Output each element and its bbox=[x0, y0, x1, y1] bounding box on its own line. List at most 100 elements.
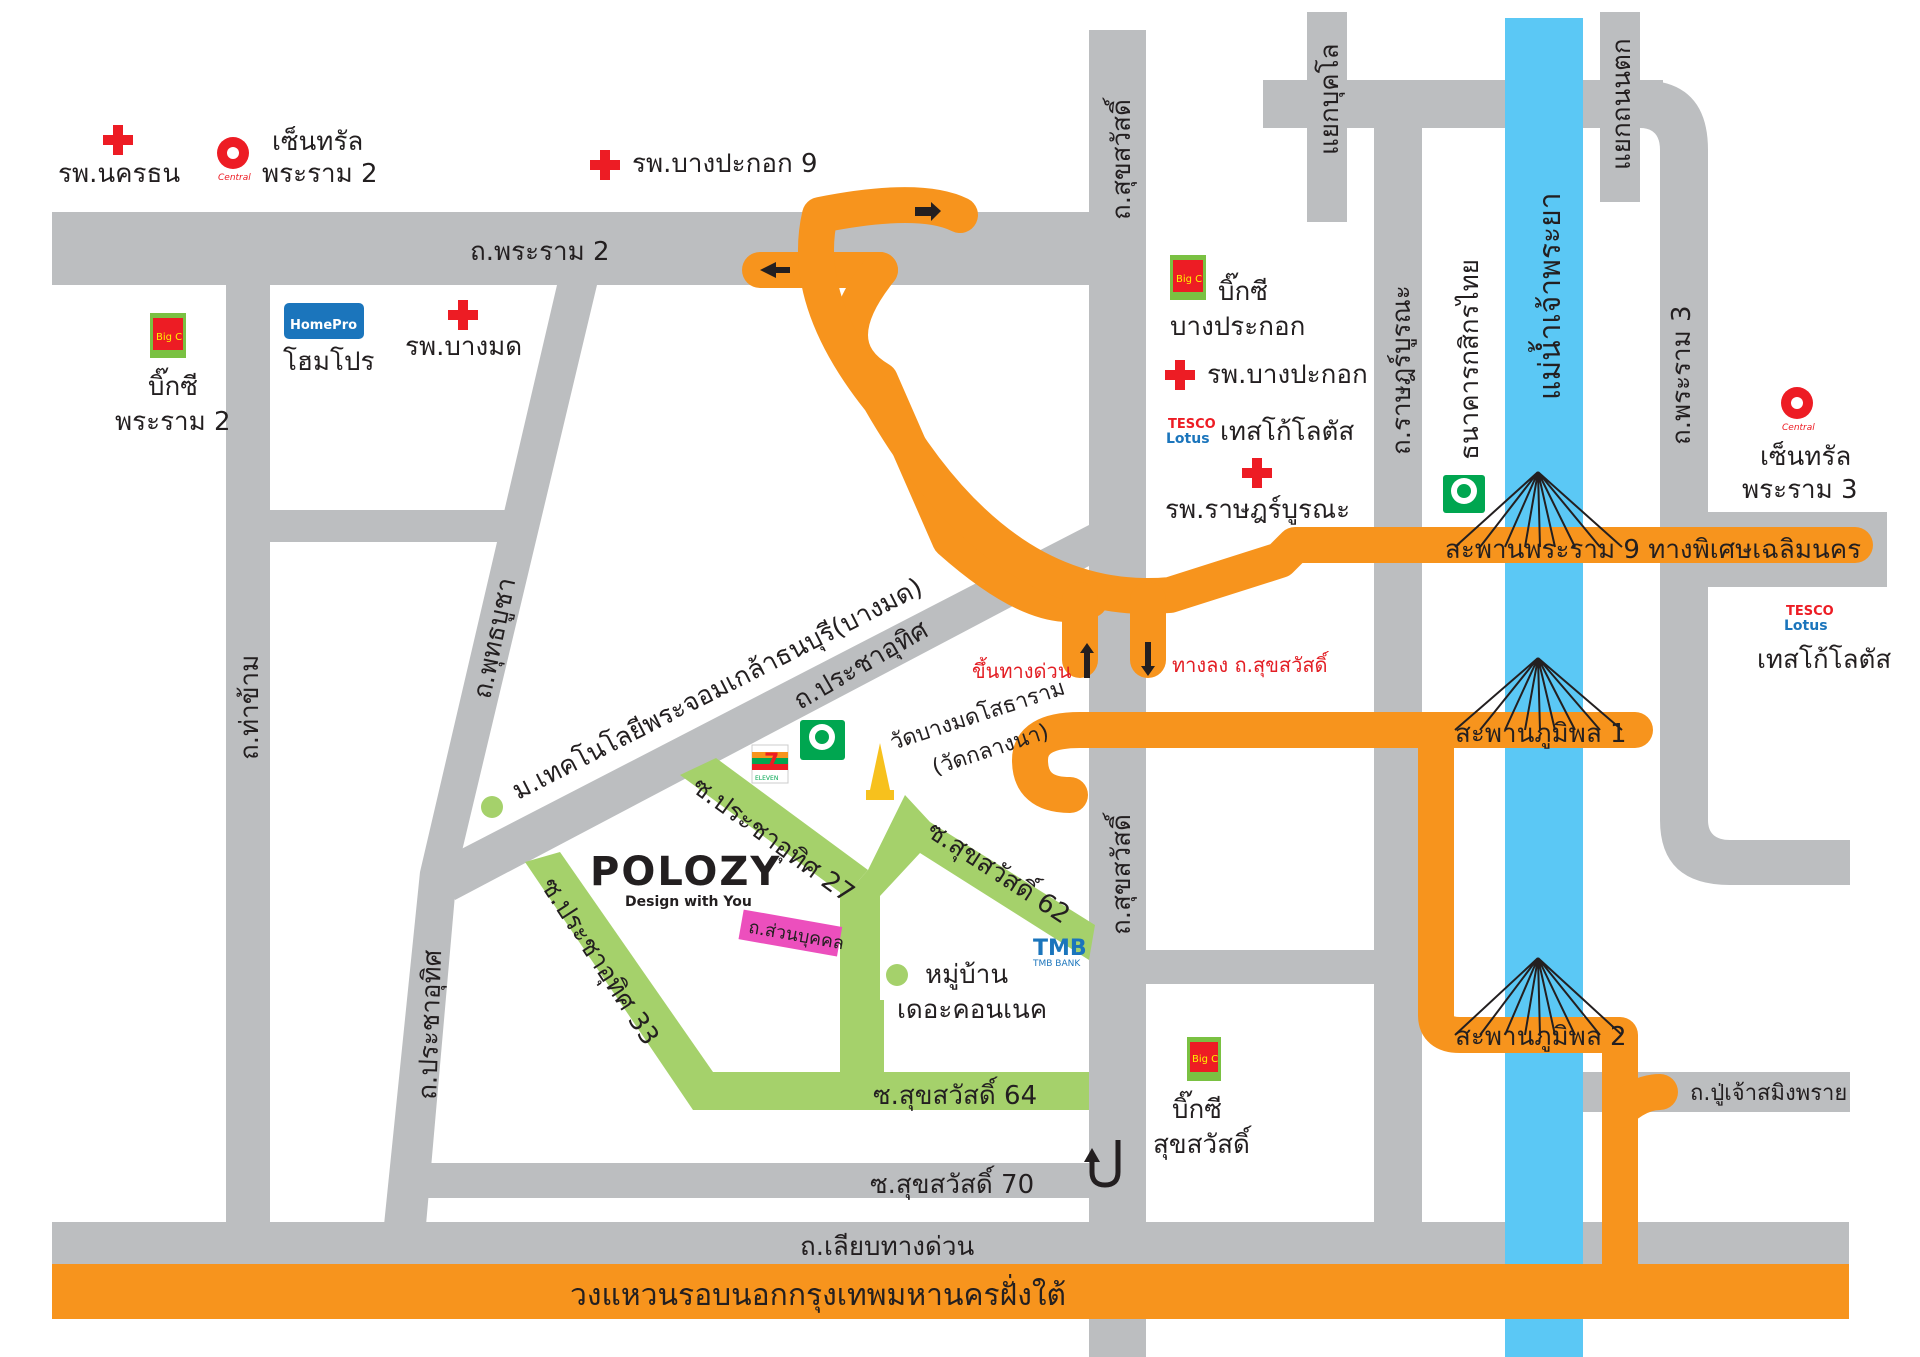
svg-text:TESCO: TESCO bbox=[1786, 604, 1834, 619]
svg-text:ELEVEN: ELEVEN bbox=[755, 775, 778, 782]
bigc-logo-icon: Big C bbox=[1170, 255, 1206, 300]
label-ramp-up: ขึ้นทางด่วน bbox=[972, 657, 1072, 683]
label-tha-kham: ถ.ท่าข้าม bbox=[235, 655, 265, 760]
road-pracha-uthit bbox=[384, 872, 457, 1225]
svg-text:Big C: Big C bbox=[1176, 274, 1202, 285]
soi-connect-a bbox=[840, 885, 880, 1015]
label-pracha-uthit: ถ.ประชาอุทิศ bbox=[413, 949, 448, 1100]
label-thanon-tok: แยกถนนตก bbox=[1607, 38, 1637, 170]
homepro-logo-icon: HomePro bbox=[284, 303, 364, 339]
label-village-2: เดอะคอนเนค bbox=[897, 995, 1047, 1025]
svg-text:Lotus: Lotus bbox=[1784, 618, 1828, 634]
arrow-left-icon bbox=[760, 262, 790, 278]
bigc-logo-icon: Big C bbox=[1187, 1037, 1221, 1081]
svg-text:TMB BANK: TMB BANK bbox=[1032, 959, 1081, 969]
outer-ring-road bbox=[52, 1264, 1849, 1319]
label-bigc-bangprakok-2: บางประกอก bbox=[1170, 312, 1305, 342]
label-hosp-bangmod: รพ.บางมด bbox=[405, 332, 522, 362]
label-outer-ring: วงแหวนรอบนอกกรุงเทพมหานครฝั่งใต้ bbox=[570, 1274, 1066, 1314]
road-network bbox=[52, 12, 1887, 1357]
svg-text:TESCO: TESCO bbox=[1168, 417, 1216, 432]
u-turn-arrowhead-icon bbox=[1084, 1148, 1100, 1162]
hospital-icon bbox=[1242, 458, 1272, 488]
road-pracha-uthit-diag bbox=[440, 525, 1089, 900]
label-bigc-bangprakok-1: บิ๊กซี bbox=[1218, 272, 1268, 307]
label-suksawat-top: ถ.สุขสวัสดิ์ bbox=[1102, 97, 1137, 220]
soi-pracha-uthit-33 bbox=[525, 852, 713, 1110]
label-ramp-down: ทางลง ถ.สุขสวัสดิ์ bbox=[1172, 650, 1330, 678]
road-phutthabucha bbox=[420, 285, 597, 872]
label-bridge-rama9: สะพานพระราม 9 ทางพิเศษเฉลิมนคร bbox=[1445, 535, 1861, 565]
label-suksawat-mid: ถ.สุขสวัสดิ์ bbox=[1102, 812, 1137, 935]
label-tesco-2: เทสโก้โลตัส bbox=[1757, 644, 1891, 675]
svg-text:Big C: Big C bbox=[156, 332, 182, 343]
svg-text:Central: Central bbox=[1782, 423, 1815, 433]
u-turn-icon bbox=[1089, 1140, 1121, 1188]
tesco-logo-icon: TESCO Lotus bbox=[1784, 604, 1834, 634]
label-hosp-nakhon-thon: รพ.นครธน bbox=[58, 159, 180, 189]
road-suksawat-spur bbox=[1146, 950, 1396, 984]
label-bigc-suksawat-1: บิ๊กซี bbox=[1172, 1090, 1222, 1125]
arrow-up-icon bbox=[1080, 643, 1094, 678]
label-homepro: โฮมโปร bbox=[283, 346, 374, 377]
road-rama3 bbox=[1600, 80, 1850, 885]
label-soi-62: ซ.สุขสวัสดิ์ 62 bbox=[921, 812, 1078, 931]
label-kbank: ธนาคารกสิกรไทย bbox=[1454, 259, 1485, 460]
central-logo-icon: Central bbox=[1781, 387, 1815, 433]
road-bukkhalo bbox=[1307, 12, 1347, 222]
hospital-icon bbox=[590, 150, 620, 180]
village-dot-icon bbox=[886, 964, 908, 986]
label-bridge-bhumibol1: สะพานภูมิพล 1 bbox=[1455, 719, 1627, 749]
label-hosp-ratburana: รพ.ราษฎร์บูรณะ bbox=[1165, 495, 1350, 525]
seven-eleven-logo-icon: 7 ELEVEN bbox=[751, 744, 789, 784]
exp-bhumibol1 bbox=[1012, 712, 1653, 813]
tmb-logo-icon: TMB TMB BANK bbox=[1032, 936, 1087, 969]
soi-suksawat-64 bbox=[693, 1072, 1089, 1110]
kbank-logo-icon bbox=[800, 720, 845, 760]
label-bigc-rama2-2: พระราม 2 bbox=[115, 407, 231, 437]
label-river: แม่น้ำเจ้าพระยา bbox=[1528, 192, 1568, 400]
label-rama3: ถ.พระราม 3 bbox=[1667, 305, 1697, 445]
hospital-icon bbox=[448, 300, 478, 330]
road-rat-burana bbox=[1374, 100, 1422, 1225]
label-hosp-bangpakok9: รพ.บางปะกอก 9 bbox=[632, 149, 818, 179]
soi-network bbox=[525, 758, 1095, 1110]
hospital-icon bbox=[103, 125, 133, 155]
soi-suksawat-62 bbox=[845, 795, 1095, 960]
label-bukkhalo: แยกบุคโล bbox=[1314, 43, 1345, 155]
soi-connect-b bbox=[840, 1000, 884, 1078]
label-frontage: ถ.เลียบทางด่วน bbox=[800, 1232, 974, 1262]
road-tha-kham bbox=[226, 255, 270, 1225]
arrow-down-icon bbox=[1141, 642, 1155, 676]
svg-text:HomePro: HomePro bbox=[290, 318, 357, 333]
label-puchao: ถ.ปู่เจ้าสมิงพราย bbox=[1690, 1081, 1847, 1106]
exp-rama9 bbox=[798, 187, 1873, 614]
svg-text:TMB: TMB bbox=[1033, 936, 1087, 961]
arrow-right-icon bbox=[915, 202, 941, 221]
label-soi-suksawat-70: ซ.สุขสวัสดิ์ 70 bbox=[870, 1165, 1034, 1200]
label-bigc-suksawat-2: สุขสวัสดิ์ bbox=[1153, 1125, 1252, 1160]
svg-text:Lotus: Lotus bbox=[1166, 431, 1210, 447]
svg-text:7: 7 bbox=[764, 750, 779, 775]
label-rama2: ถ.พระราม 2 bbox=[470, 237, 610, 267]
label-central-rama2-1: เซ็นทรัล bbox=[272, 125, 363, 157]
label-central-rama3-2: พระราม 3 bbox=[1742, 475, 1858, 505]
private-road-badge: ถ.ส่วนบุคคล bbox=[738, 909, 846, 957]
bridge-cables bbox=[1454, 471, 1623, 1036]
direction-arrows bbox=[760, 202, 1155, 1188]
exp-puchao-ramp bbox=[1602, 1074, 1678, 1128]
svg-text:Central: Central bbox=[218, 173, 251, 183]
soi-pracha-uthit-27 bbox=[680, 758, 868, 896]
road-connector bbox=[268, 510, 508, 542]
expressway-network bbox=[52, 187, 1873, 1319]
label-rat-burana: ถ.ราษฎร์บูรณะ bbox=[1387, 285, 1417, 455]
road-suksawat bbox=[1089, 30, 1146, 1357]
svg-text:Big C: Big C bbox=[1192, 1054, 1218, 1065]
tesco-logo-icon: TESCO Lotus bbox=[1166, 417, 1216, 447]
bigc-logo-icon: Big C bbox=[150, 313, 186, 358]
label-bigc-rama2-1: บิ๊กซี bbox=[148, 367, 198, 402]
brand-name: POLOZY bbox=[590, 849, 781, 895]
label-bridge-bhumibol2: สะพานภูมิพล 2 bbox=[1455, 1022, 1627, 1052]
road-soi-suksawat-70 bbox=[425, 1163, 1089, 1198]
